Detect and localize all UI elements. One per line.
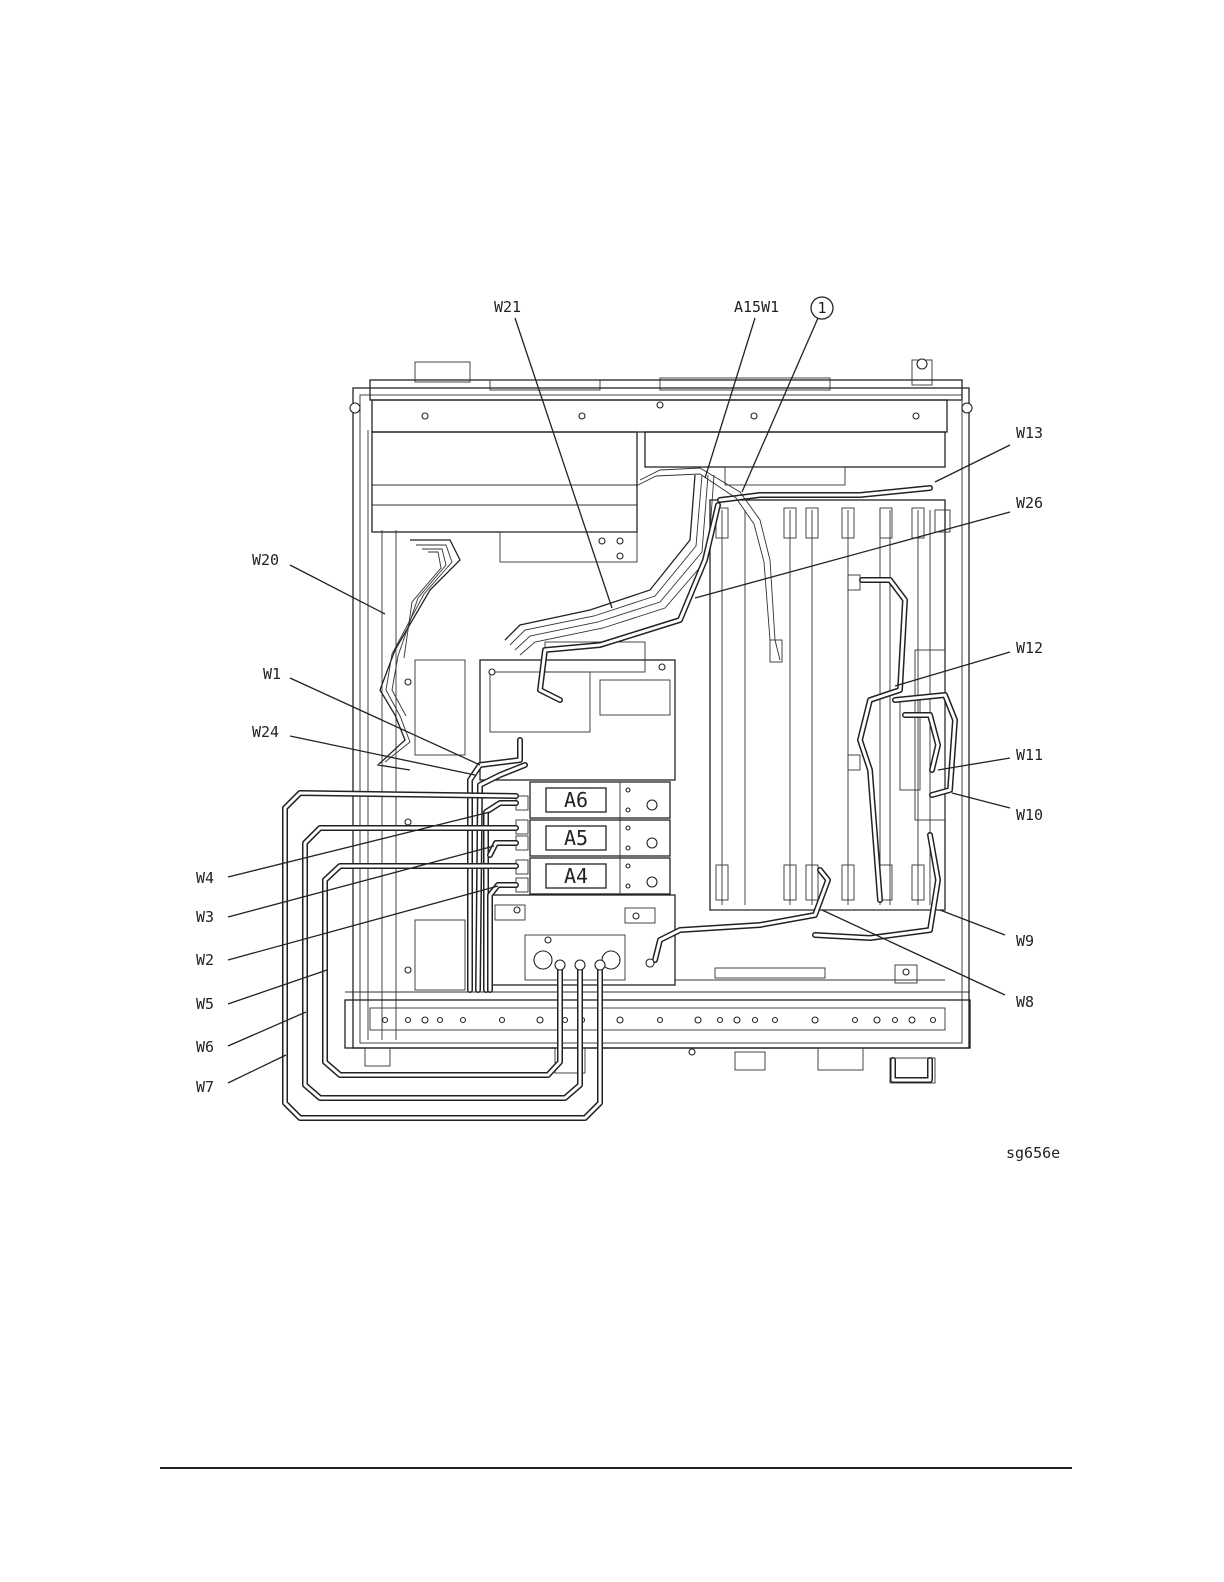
callout-w9: W9 xyxy=(1016,932,1034,950)
callout-w8: W8 xyxy=(1016,993,1034,1011)
callout-a15w1: A15W1 xyxy=(734,298,779,316)
callout-w24: W24 xyxy=(252,723,279,741)
module-stack xyxy=(516,782,670,894)
module-a5-label: A5 xyxy=(564,826,588,850)
callout-w21: W21 xyxy=(494,298,521,316)
callout-w10: W10 xyxy=(1016,806,1043,824)
callout-note-1: 1 xyxy=(817,299,826,317)
callout-w6: W6 xyxy=(196,1038,214,1056)
chassis xyxy=(345,359,972,1083)
callout-w11: W11 xyxy=(1016,746,1043,764)
module-a4-label: A4 xyxy=(564,864,588,888)
callout-w7: W7 xyxy=(196,1078,214,1096)
callout-w13: W13 xyxy=(1016,424,1043,442)
callout-w26: W26 xyxy=(1016,494,1043,512)
callout-w12: W12 xyxy=(1016,639,1043,657)
module-a6: A6 xyxy=(546,788,606,812)
callout-w3: W3 xyxy=(196,908,214,926)
module-a5: A5 xyxy=(546,826,606,850)
callout-w1: W1 xyxy=(263,665,281,683)
callout-w2: W2 xyxy=(196,951,214,969)
callout-w5: W5 xyxy=(196,995,214,1013)
callout-w20: W20 xyxy=(252,551,279,569)
callout-w4: W4 xyxy=(196,869,214,887)
module-a6-label: A6 xyxy=(564,788,588,812)
front-panel-holes xyxy=(383,1017,936,1023)
module-a4: A4 xyxy=(546,864,606,888)
figure-id: sg656e xyxy=(1006,1144,1060,1162)
footer-rule xyxy=(160,1467,1072,1469)
